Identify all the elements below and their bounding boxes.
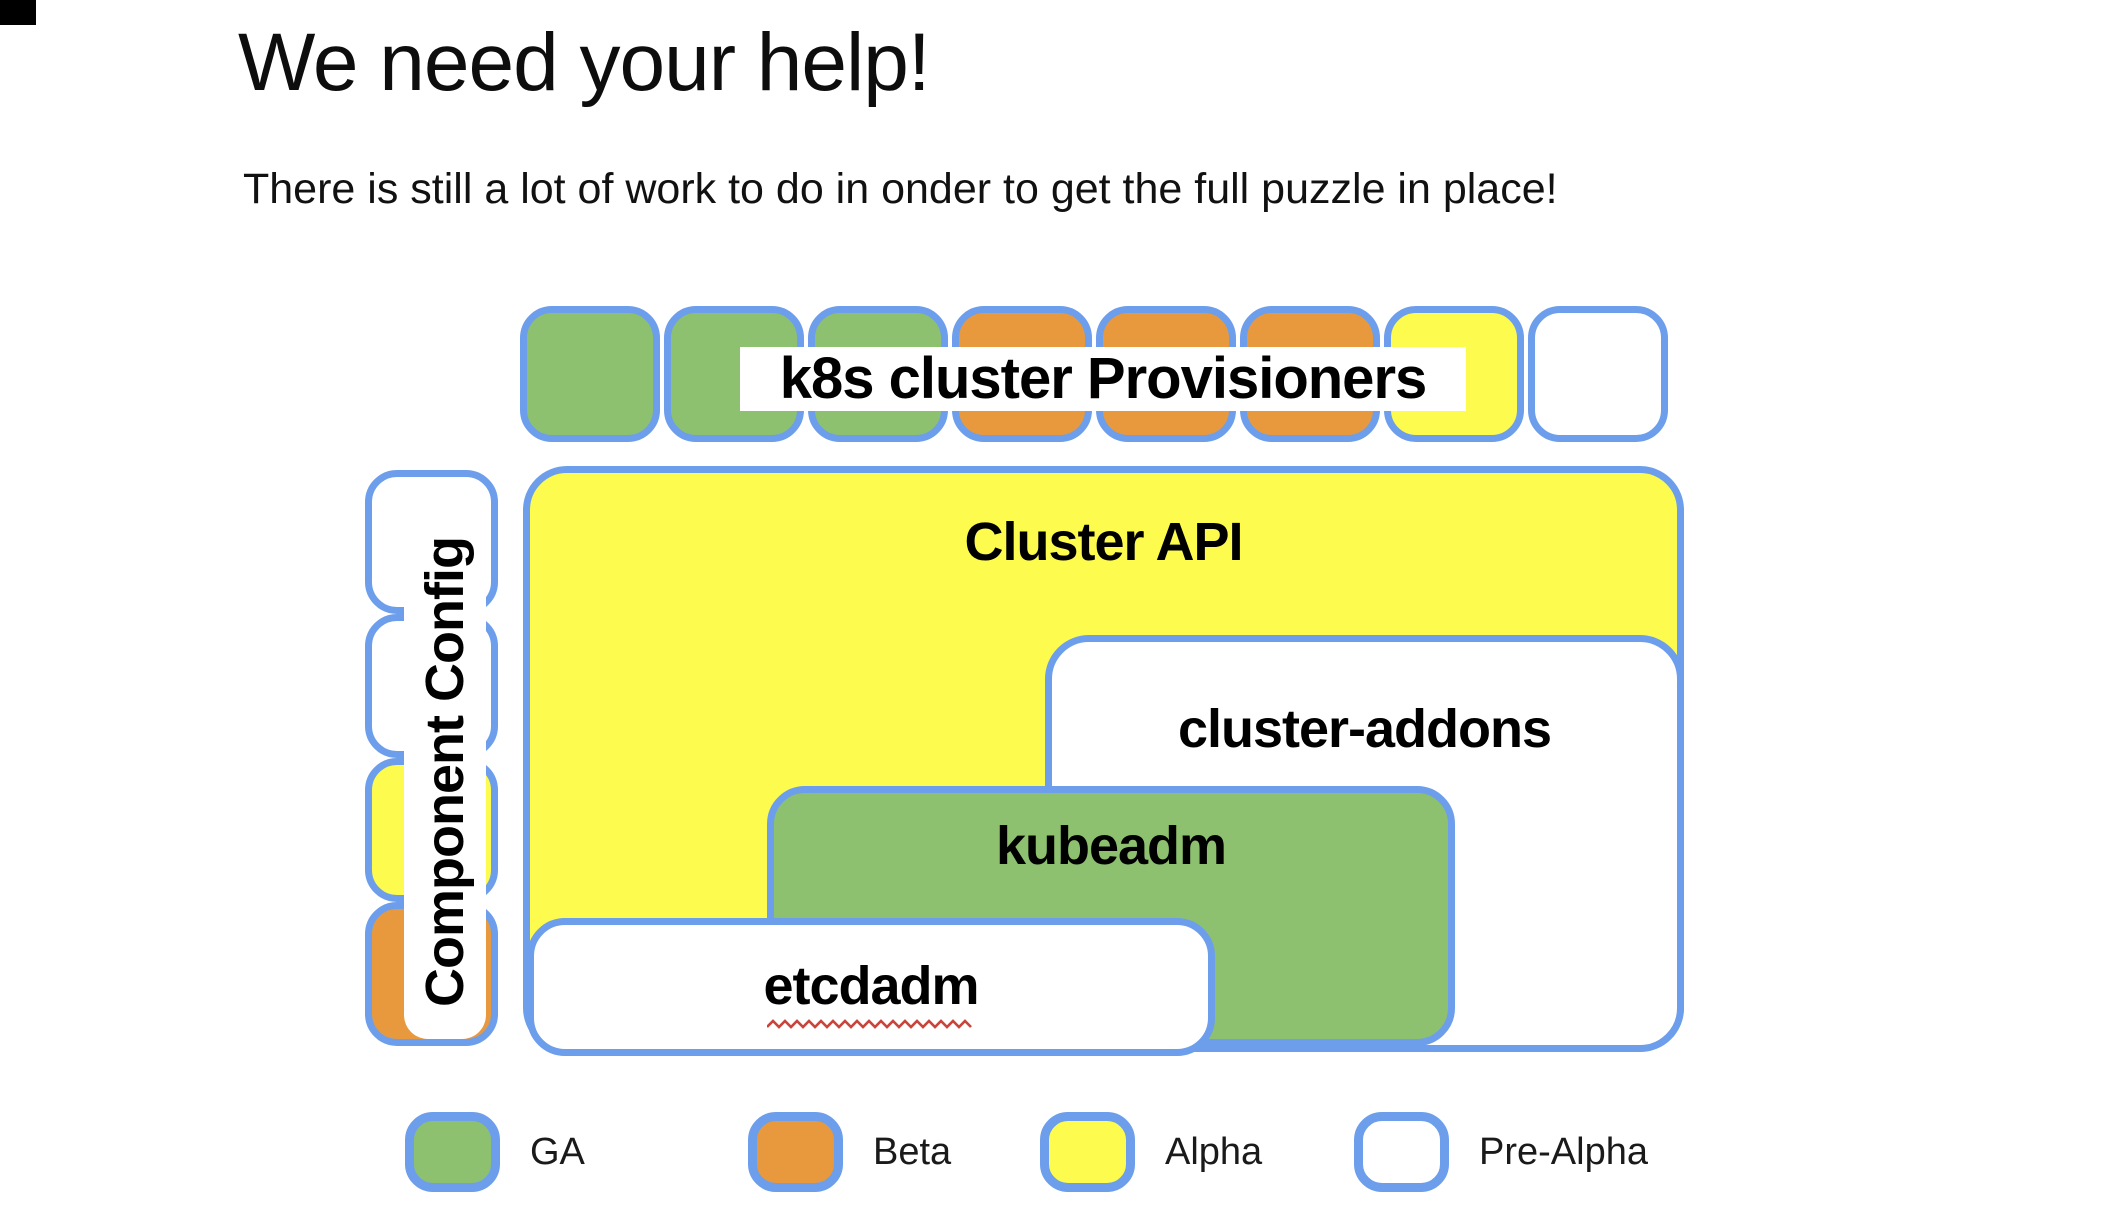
- provisioners-label: k8s cluster Provisioners: [740, 347, 1466, 411]
- box-etcdadm: etcdadm: [527, 918, 1215, 1056]
- legend-item-beta: Beta: [748, 1112, 951, 1192]
- legend-item-pre_alpha: Pre-Alpha: [1354, 1112, 1648, 1192]
- corner-artifact: [0, 0, 36, 25]
- slide-title: We need your help!: [238, 17, 931, 108]
- etcdadm-label: etcdadm: [763, 956, 979, 1016]
- legend-label: Beta: [873, 1130, 952, 1173]
- legend-swatch-beta: [748, 1112, 843, 1192]
- component-config-label: Component Config: [404, 505, 486, 1039]
- legend-label: Pre-Alpha: [1479, 1130, 1648, 1173]
- provisioner-square-pre_alpha: [1528, 306, 1668, 442]
- component-config-label-text: Component Config: [415, 537, 475, 1007]
- slide-subtitle: There is still a lot of work to do in on…: [243, 165, 1558, 213]
- legend-swatch-ga: [405, 1112, 500, 1192]
- legend-swatch-alpha: [1040, 1112, 1135, 1192]
- legend-item-alpha: Alpha: [1040, 1112, 1262, 1192]
- legend-swatch-pre_alpha: [1354, 1112, 1449, 1192]
- legend-label: Alpha: [1165, 1130, 1263, 1173]
- legend-label: GA: [530, 1130, 585, 1173]
- cluster-api-label: Cluster API: [964, 512, 1243, 572]
- spellcheck-squiggle-icon: [767, 1019, 972, 1029]
- kubeadm-label: kubeadm: [995, 816, 1227, 876]
- cluster-addons-label: cluster-addons: [1177, 699, 1552, 759]
- legend-item-ga: GA: [405, 1112, 585, 1192]
- provisioner-square-ga: [520, 306, 660, 442]
